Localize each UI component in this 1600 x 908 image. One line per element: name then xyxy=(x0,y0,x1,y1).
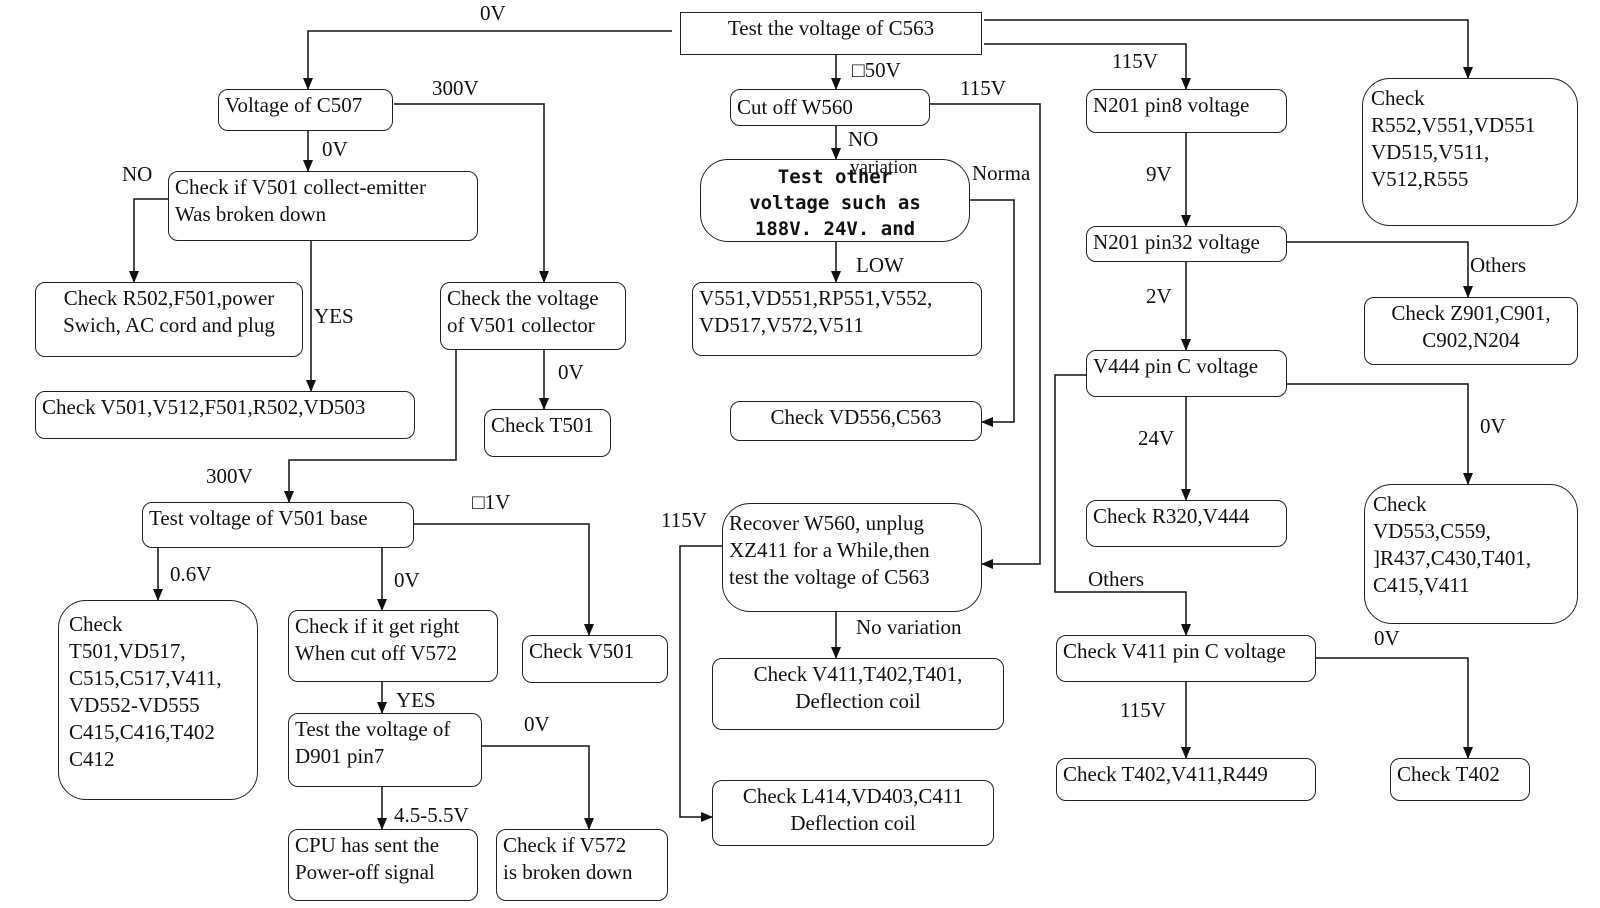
wire-c563-to-c507 xyxy=(303,30,672,90)
box-n201-pin8: N201 pin8 voltage xyxy=(1086,89,1287,133)
label-9v: 9V xyxy=(1146,162,1172,186)
label-yes-b: YES xyxy=(396,688,436,712)
box-v551-list: V551,VD551,RP551,V552, VD517,V572,V511 xyxy=(692,282,982,356)
label-1v: □1V xyxy=(472,490,511,514)
label-300v-b: 300V xyxy=(206,464,253,488)
box-check-t501: Check T501 xyxy=(484,409,611,457)
box-v444-pinc: V444 pin C voltage xyxy=(1086,350,1287,397)
label-others-b: Others xyxy=(1088,567,1144,591)
label-yes-a: YES xyxy=(314,304,354,328)
label-variation: variation xyxy=(850,157,918,178)
label-no-variation: No variation xyxy=(856,615,962,639)
box-check-l414: Check L414,VD403,C411 Deflection coil xyxy=(712,780,994,846)
box-n201-pin32: N201 pin32 voltage xyxy=(1086,226,1287,262)
label-norma: Norma xyxy=(972,161,1031,185)
label-0v-a: 0V xyxy=(322,137,348,161)
wire-v444-0v xyxy=(1287,383,1473,485)
box-test-c563: Test the voltage of C563 xyxy=(680,12,982,55)
wire-pin32-others xyxy=(1287,241,1473,298)
label-115v-d: 115V xyxy=(1120,698,1166,722)
box-check-v501-list: Check V501,V512,F501,R502,VD503 xyxy=(35,391,415,439)
box-check-t501-list: Check T501,VD517, C515,C517,V411, VD552-… xyxy=(58,600,258,800)
label-no-b: NO xyxy=(848,127,879,151)
box-check-t402: Check T402 xyxy=(1390,758,1530,801)
box-check-r502: Check R502,F501,power Swich, AC cord and… xyxy=(35,282,303,357)
box-check-v411-pinc: Check V411 pin C voltage xyxy=(1056,635,1316,682)
label-0v-f: 0V xyxy=(1374,626,1400,650)
label-no-a: NO xyxy=(122,162,153,186)
label-24v: 24V xyxy=(1138,426,1175,450)
box-check-v501-ce: Check if V501 collect-emitter Was broken… xyxy=(168,171,478,241)
label-115v-c: 115V xyxy=(1112,49,1158,73)
label-115v-a: 115V xyxy=(960,76,1006,100)
box-check-z901: Check Z901,C901, C902,N204 xyxy=(1364,297,1578,365)
box-test-d901: Test the voltage of D901 pin7 xyxy=(288,713,482,787)
wire-v411-0v xyxy=(1316,657,1473,759)
box-recover-w560: Recover W560, unplug XZ411 for a While,t… xyxy=(722,503,982,612)
label-0v-d: 0V xyxy=(524,712,550,736)
box-cpu-poweroff: CPU has sent the Power-off signal xyxy=(288,829,478,901)
box-check-cut-v572: Check if it get right When cut off V572 xyxy=(288,610,498,682)
box-check-v501: Check V501 xyxy=(522,635,668,683)
wire-d901-0v xyxy=(482,745,594,830)
wire-c563-to-r552 xyxy=(984,19,1473,79)
box-check-vd553: Check VD553,C559, ]R437,C430,T401, C415,… xyxy=(1364,484,1578,624)
label-0v-c: 0V xyxy=(394,568,420,592)
box-check-t402-v411: Check T402,V411,R449 xyxy=(1056,758,1316,801)
label-300v-a: 300V xyxy=(432,76,479,100)
label-0v-e: 0V xyxy=(1480,414,1506,438)
label-0v-b: 0V xyxy=(558,360,584,384)
box-check-v411-t402: Check V411,T402,T401, Deflection coil xyxy=(712,658,1004,730)
label-0v-top: 0V xyxy=(480,1,506,25)
box-test-other: Test other voltage such as 188V. 24V. an… xyxy=(700,159,970,242)
label-others-a: Others xyxy=(1470,253,1526,277)
box-check-r552: Check R552,V551,VD551 VD515,V511, V512,R… xyxy=(1362,78,1578,226)
box-check-v572: Check if V572 is broken down xyxy=(496,829,668,901)
box-check-vd556: Check VD556,C563 xyxy=(730,401,982,441)
label-06v: 0.6V xyxy=(170,562,212,586)
box-check-collector: Check the voltage of V501 collector xyxy=(440,282,626,350)
label-low: LOW xyxy=(856,253,904,277)
box-cut-w560: Cut off W560 xyxy=(730,89,930,126)
box-voltage-c507: Voltage of C507 xyxy=(218,89,393,131)
label-45v: 4.5-5.5V xyxy=(394,803,469,827)
box-test-v501-base: Test voltage of V501 base xyxy=(142,502,414,548)
label-2v: 2V xyxy=(1146,284,1172,308)
box-check-r320: Check R320,V444 xyxy=(1086,500,1287,547)
wire-ce-no xyxy=(129,198,168,283)
label-50v: □50V xyxy=(852,58,901,82)
label-115v-b: 115V xyxy=(661,508,707,532)
